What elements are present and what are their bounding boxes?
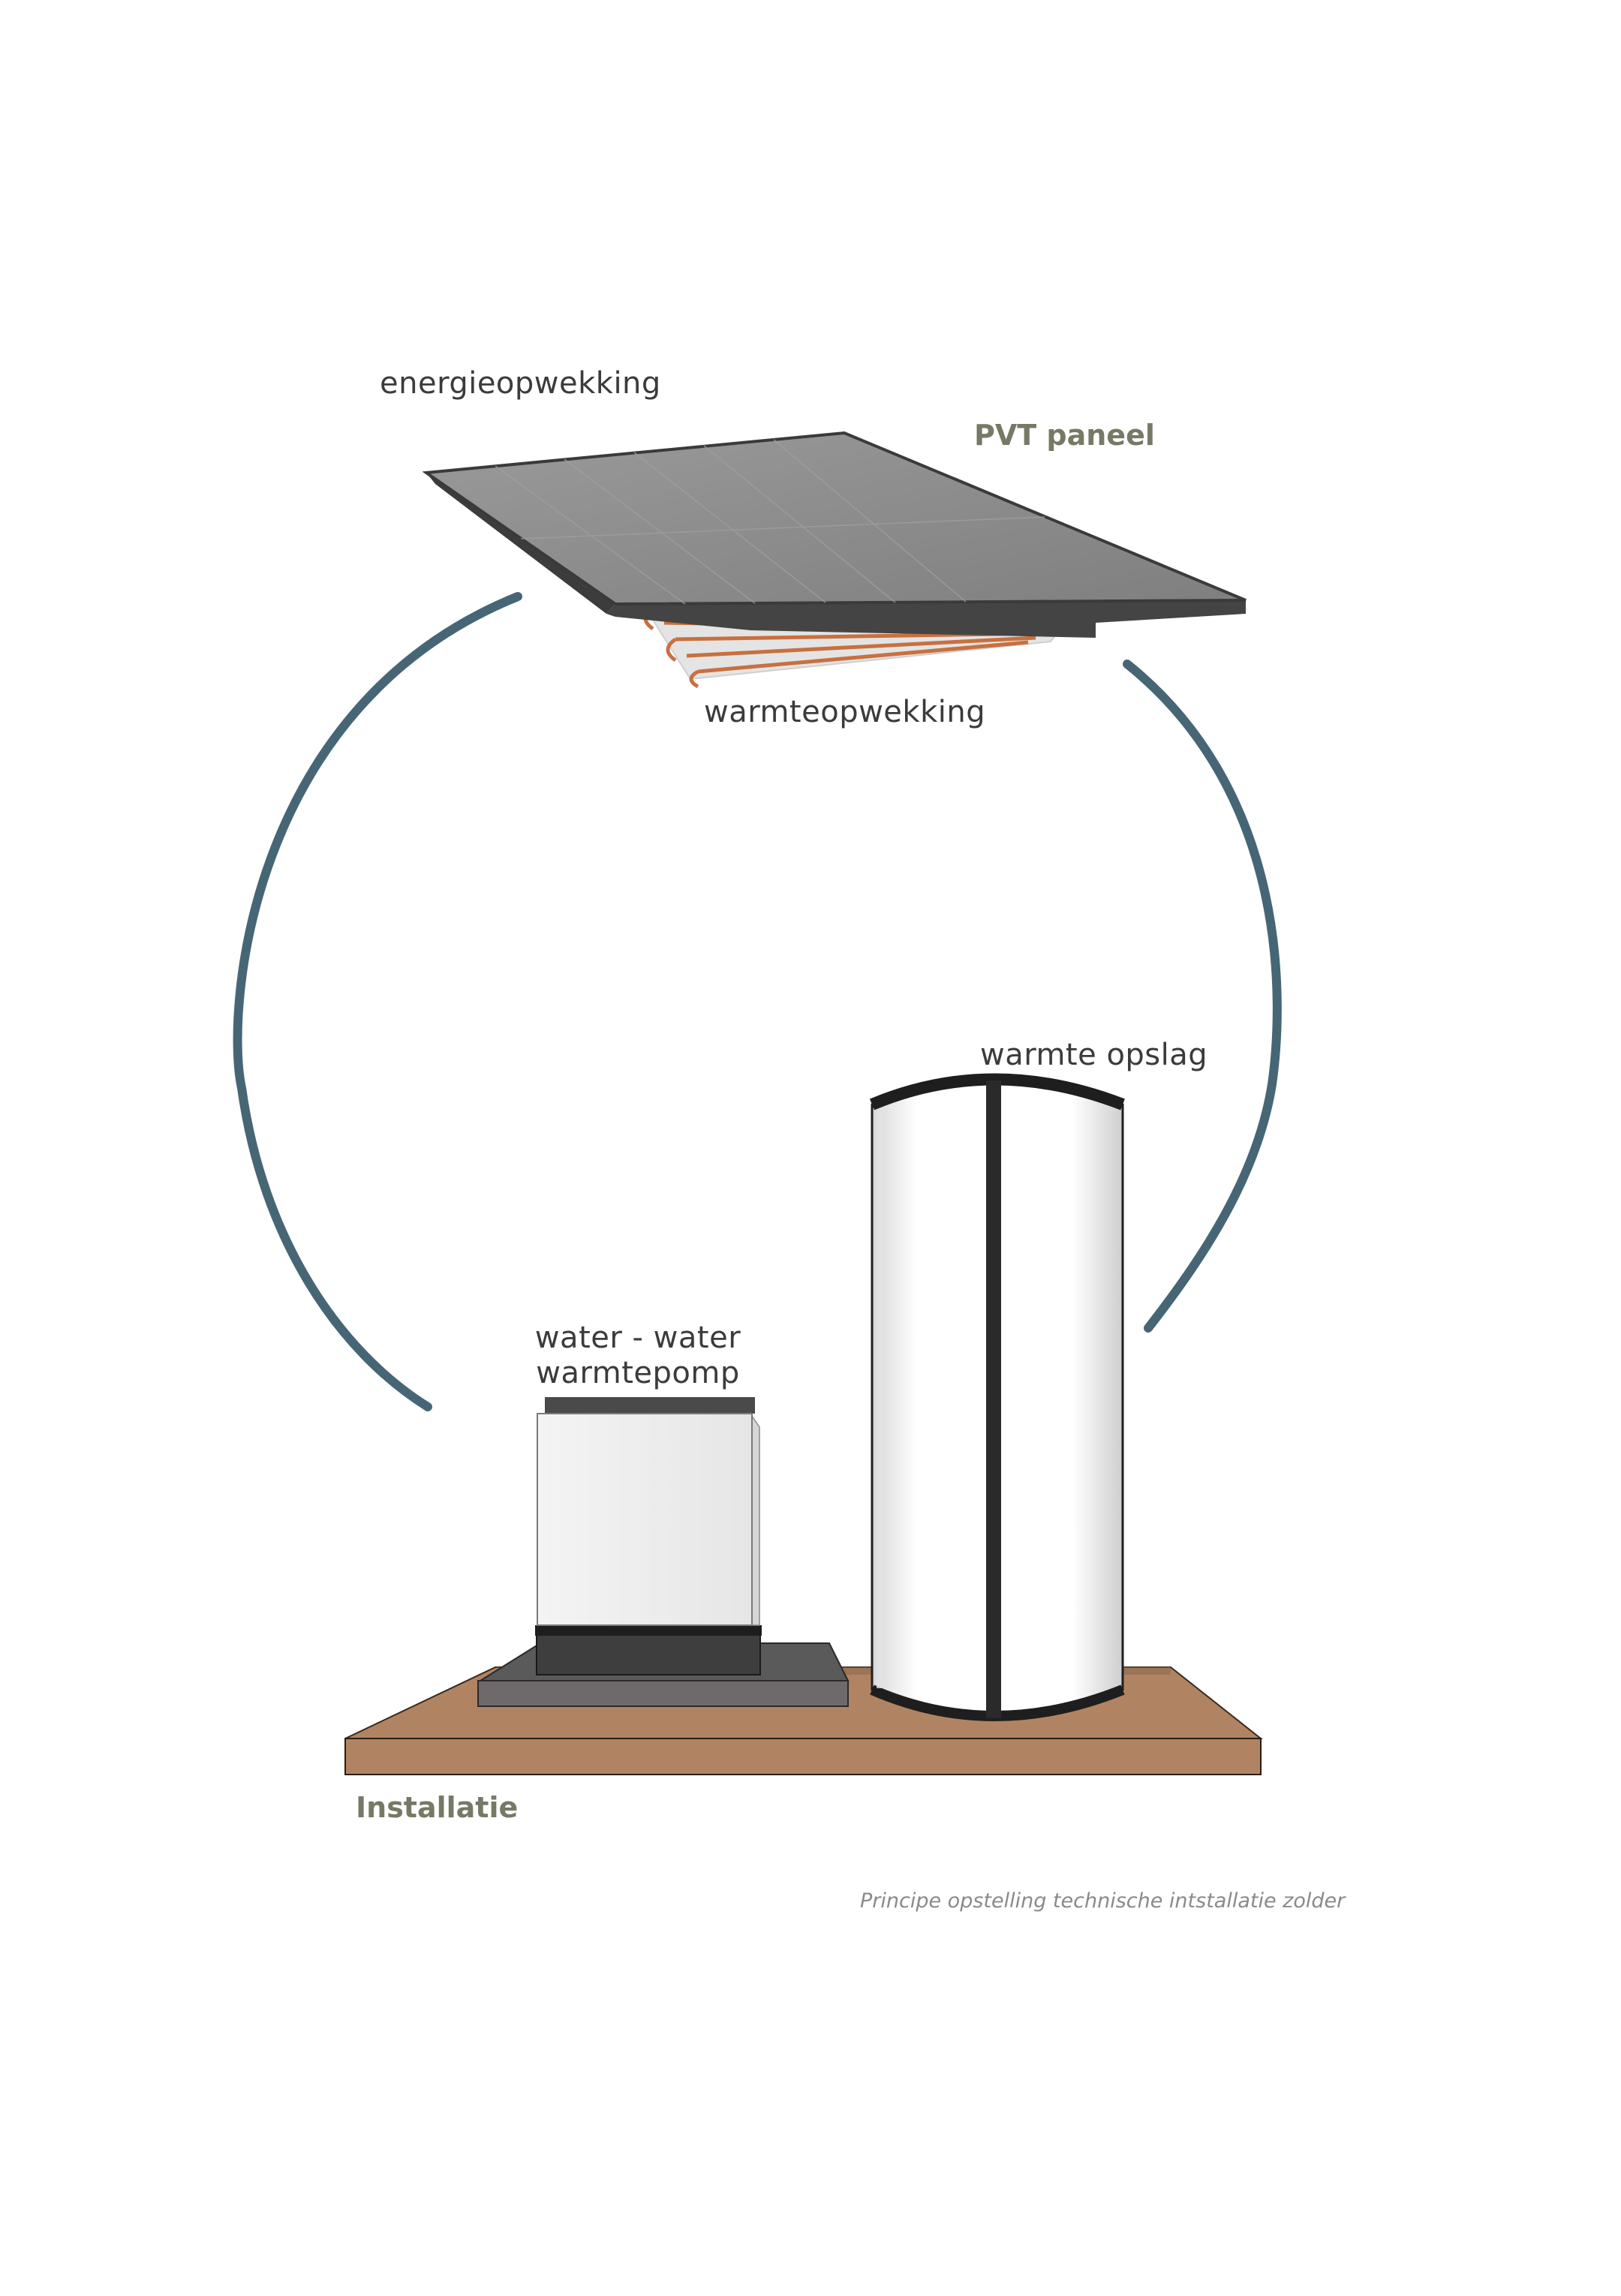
label-heat-pump-line1: water - water bbox=[534, 1321, 741, 1355]
label-heat-generation: warmteopwekking bbox=[704, 695, 986, 729]
label-pvt-panel: PVT paneel bbox=[974, 419, 1155, 452]
heat-pump-base bbox=[477, 1625, 850, 1707]
label-heat-pump-line2: warmtepomp bbox=[536, 1356, 740, 1390]
circulation-loop bbox=[233, 592, 1282, 1411]
label-heat-storage: warmte opslag bbox=[980, 1038, 1208, 1072]
panel-cells bbox=[495, 439, 1045, 605]
label-energy-generation: energieopwekking bbox=[380, 366, 661, 401]
heat-storage-tank bbox=[869, 1073, 1125, 1721]
pvt-panel bbox=[422, 431, 1247, 689]
loop-arc-left bbox=[233, 592, 522, 1411]
loop-arc-right bbox=[1123, 660, 1282, 1333]
label-installation: Installatie bbox=[356, 1791, 519, 1824]
figure-caption: Principe opstelling technische intstalla… bbox=[860, 1889, 1346, 1913]
heat-pump-unit bbox=[537, 1397, 760, 1626]
